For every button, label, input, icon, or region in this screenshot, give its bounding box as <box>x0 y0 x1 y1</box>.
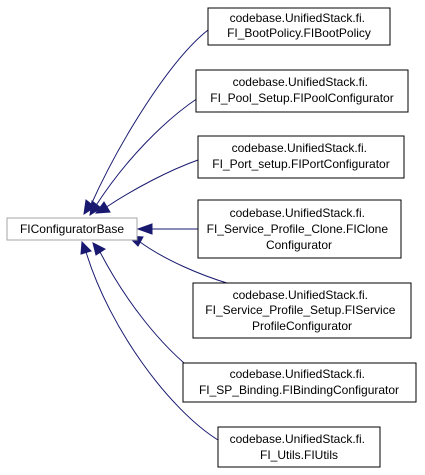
derived-class-box <box>182 362 417 403</box>
derived-class-node[interactable]: codebase.UnifiedStack.fi. FI_Port_setup.… <box>197 135 405 179</box>
edge-fiutils <box>85 251 219 441</box>
edge-bootpolicy <box>89 29 209 208</box>
derived-class-node[interactable]: codebase.UnifiedStack.fi. FI_Pool_Setup.… <box>195 69 409 113</box>
edge-serviceprofileconfigurator <box>139 241 231 285</box>
arrowheads <box>80 199 153 256</box>
derived-class-label: codebase.UnifiedStack.fi. FI_SP_Binding.… <box>199 367 399 397</box>
derived-class-label: codebase.UnifiedStack.fi. FI_Utils.FIUti… <box>230 432 369 462</box>
derived-class-box <box>197 199 402 259</box>
derived-class-box <box>197 135 405 179</box>
arrowhead-portconfigurator <box>94 201 111 214</box>
derived-class-box <box>195 69 409 113</box>
base-class-box <box>6 217 138 241</box>
arrowhead-bootpolicy <box>83 199 96 216</box>
derived-class-node[interactable]: codebase.UnifiedStack.fi. FI_Service_Pro… <box>197 199 402 259</box>
derived-class-label: codebase.UnifiedStack.fi. FI_Port_setup.… <box>212 141 389 171</box>
edges <box>85 29 231 441</box>
derived-class-node[interactable]: codebase.UnifiedStack.fi. FI_SP_Binding.… <box>182 362 417 403</box>
arrowhead-fiutils <box>80 240 92 255</box>
derived-class-label: codebase.UnifiedStack.fi. FI_Pool_Setup.… <box>210 75 393 105</box>
base-class-node[interactable]: FIConfiguratorBase <box>6 217 138 241</box>
derived-class-label: codebase.UnifiedStack.fi. FI_BootPolicy.… <box>227 11 371 40</box>
arrowhead-bindingconfigurator <box>92 242 106 256</box>
edge-poolconfigurator <box>94 97 199 208</box>
derived-class-box <box>192 282 412 339</box>
derived-class-box <box>207 7 391 46</box>
edge-bindingconfigurator <box>99 251 196 373</box>
derived-class-node[interactable]: codebase.UnifiedStack.fi. FI_Utils.FIUti… <box>217 426 381 468</box>
base-class-label: FIConfiguratorBase <box>20 222 124 236</box>
arrowhead-poolconfigurator <box>89 200 102 217</box>
arrowhead-cloneconfigurator <box>136 223 153 235</box>
derived-class-box <box>217 426 381 468</box>
derived-class-node[interactable]: codebase.UnifiedStack.fi. FI_Service_Pro… <box>192 282 412 339</box>
derived-class-label: codebase.UnifiedStack.fi. FI_Service_Pro… <box>207 206 392 252</box>
edge-portconfigurator <box>104 159 199 209</box>
derived-class-node[interactable]: codebase.UnifiedStack.fi. FI_BootPolicy.… <box>207 7 391 46</box>
derived-class-label: codebase.UnifiedStack.fi. FI_Service_Pro… <box>205 288 398 333</box>
